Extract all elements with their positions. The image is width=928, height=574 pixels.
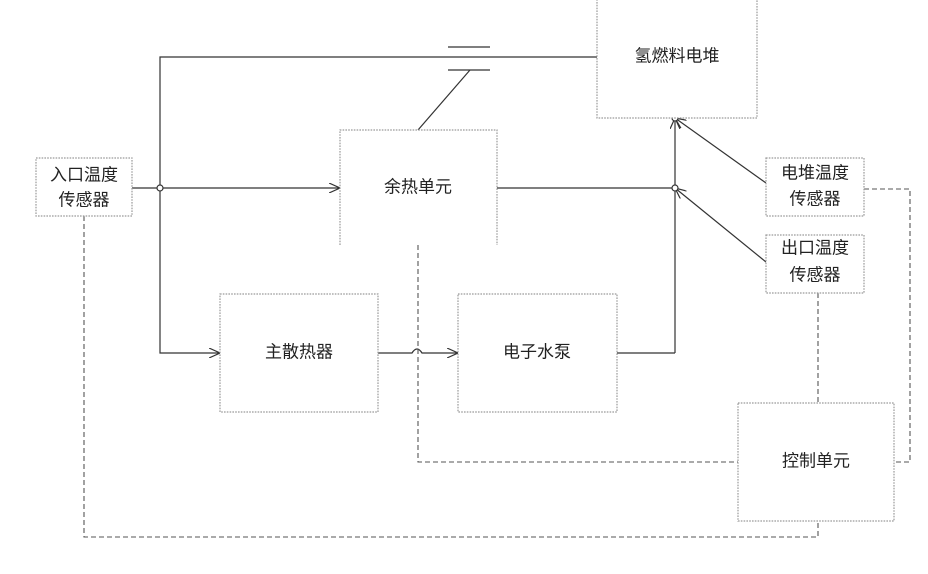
node-outlet-sensor: 出口温度 传感器 — [766, 235, 864, 293]
inlet-sensor-label-line2: 传感器 — [59, 191, 110, 211]
node-stack-sensor: 电堆温度 传感器 — [766, 158, 864, 216]
node-pump: 电子水泵 — [458, 294, 617, 412]
outlet-sensor-label-line2: 传感器 — [790, 266, 841, 286]
fuel-cell-label: 氢燃料电堆 — [635, 47, 720, 67]
junction-outlet — [672, 185, 678, 191]
inlet-sensor-label-line1: 入口温度 — [50, 166, 118, 186]
valve-stem — [418, 70, 470, 130]
edge-outlet-sensor — [675, 188, 766, 262]
waste-heat-label: 余热单元 — [384, 178, 452, 198]
stack-sensor-label-line2: 传感器 — [790, 190, 841, 210]
junction-inlet — [157, 185, 163, 191]
edge-to-main-radiator — [160, 188, 220, 353]
node-inlet-sensor: 入口温度 传感器 — [36, 158, 132, 216]
control-label: 控制单元 — [782, 452, 850, 472]
node-waste-heat: 余热单元 — [340, 130, 497, 245]
node-main-radiator: 主散热器 — [220, 294, 378, 412]
outlet-sensor-label-line1: 出口温度 — [781, 239, 849, 259]
edge-stack-sensor — [675, 118, 766, 183]
node-control: 控制单元 — [738, 403, 894, 521]
stack-sensor-label-line1: 电堆温度 — [781, 164, 849, 184]
pump-label: 电子水泵 — [503, 343, 571, 363]
node-fuel-cell: 氢燃料电堆 — [597, 0, 757, 118]
main-radiator-label: 主散热器 — [265, 343, 333, 363]
ctrl-inlet-sensor — [84, 216, 818, 537]
